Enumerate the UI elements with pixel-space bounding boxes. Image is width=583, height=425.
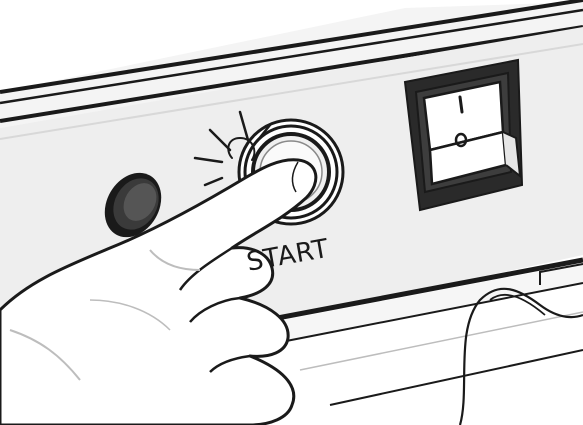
rocker-switch-icon[interactable]: [405, 60, 522, 210]
